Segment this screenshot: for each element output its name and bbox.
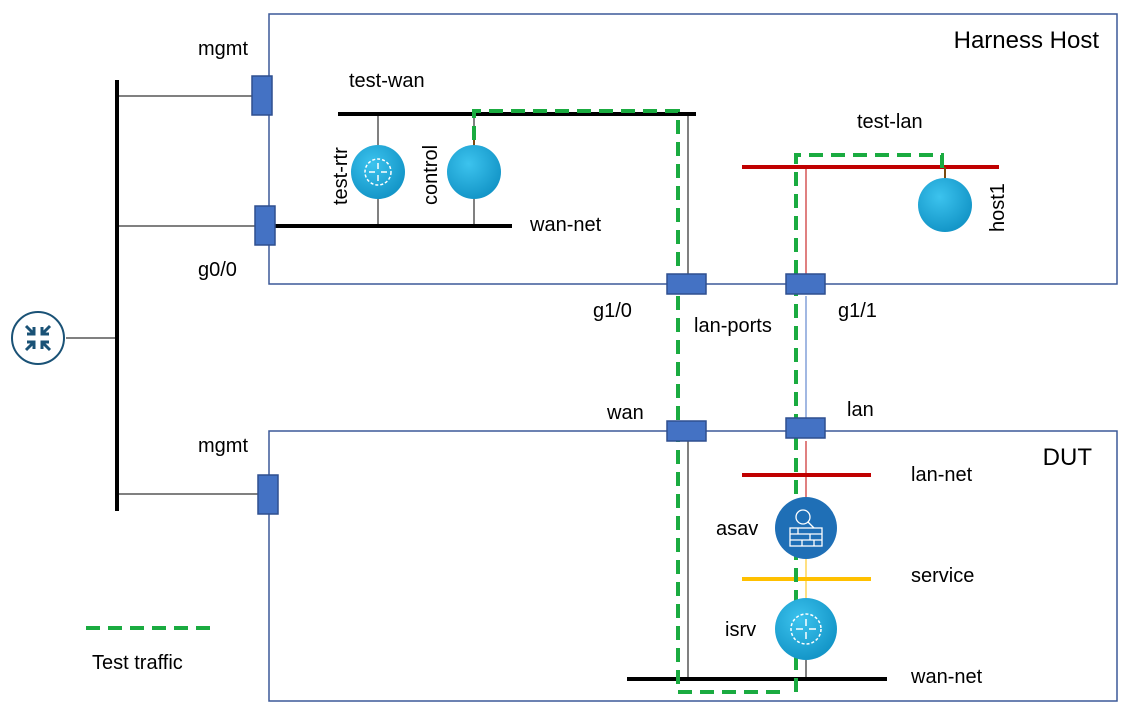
wan-label: wan	[606, 402, 644, 424]
wan-port	[666, 420, 707, 442]
host1-label: host1	[987, 183, 1009, 232]
dut-box	[268, 430, 1118, 702]
mgmt-host-port	[251, 75, 273, 116]
router-arrows-icon	[796, 619, 816, 639]
ports	[251, 75, 826, 515]
test-wan-label: test-wan	[349, 70, 425, 92]
wan-net-host-label: wan-net	[529, 214, 602, 236]
control-label: control	[420, 145, 442, 205]
asav-label: asav	[716, 518, 758, 540]
isrv-node[interactable]	[775, 598, 837, 660]
control-node[interactable]	[447, 145, 501, 199]
asav-node[interactable]	[775, 497, 837, 559]
lan-ports-label: lan-ports	[694, 315, 772, 337]
g1-1-label: g1/1	[838, 300, 877, 322]
wan-net-dut-label: wan-net	[910, 666, 983, 688]
mgmt-dut-port	[257, 474, 279, 515]
mgmt-host-label: mgmt	[198, 38, 248, 60]
test-lan-label: test-lan	[857, 111, 923, 133]
lan-port	[785, 417, 826, 439]
mgmt-dut-label: mgmt	[198, 435, 248, 457]
harness-host-box	[268, 13, 1118, 285]
g0-0-label: g0/0	[198, 259, 237, 281]
g1-0-port	[666, 273, 707, 295]
isrv-label: isrv	[725, 619, 756, 641]
dut-title: DUT	[1043, 444, 1093, 471]
test-rtr-node[interactable]	[351, 145, 405, 199]
service-label: service	[911, 565, 974, 587]
lan-net-label: lan-net	[911, 464, 973, 486]
harness-host-title: Harness Host	[954, 27, 1100, 54]
g1-0-label: g1/0	[593, 300, 632, 322]
host1-node[interactable]	[918, 178, 972, 232]
router-arrows-icon	[11, 311, 65, 365]
g0-0-port	[254, 205, 276, 246]
lan-label: lan	[847, 399, 874, 421]
g1-1-port	[785, 273, 826, 295]
test-rtr-label: test-rtr	[330, 147, 352, 205]
firewall-icon	[789, 509, 823, 547]
legend-test-traffic-label: Test traffic	[92, 652, 183, 674]
router-arrows-icon	[369, 163, 387, 181]
